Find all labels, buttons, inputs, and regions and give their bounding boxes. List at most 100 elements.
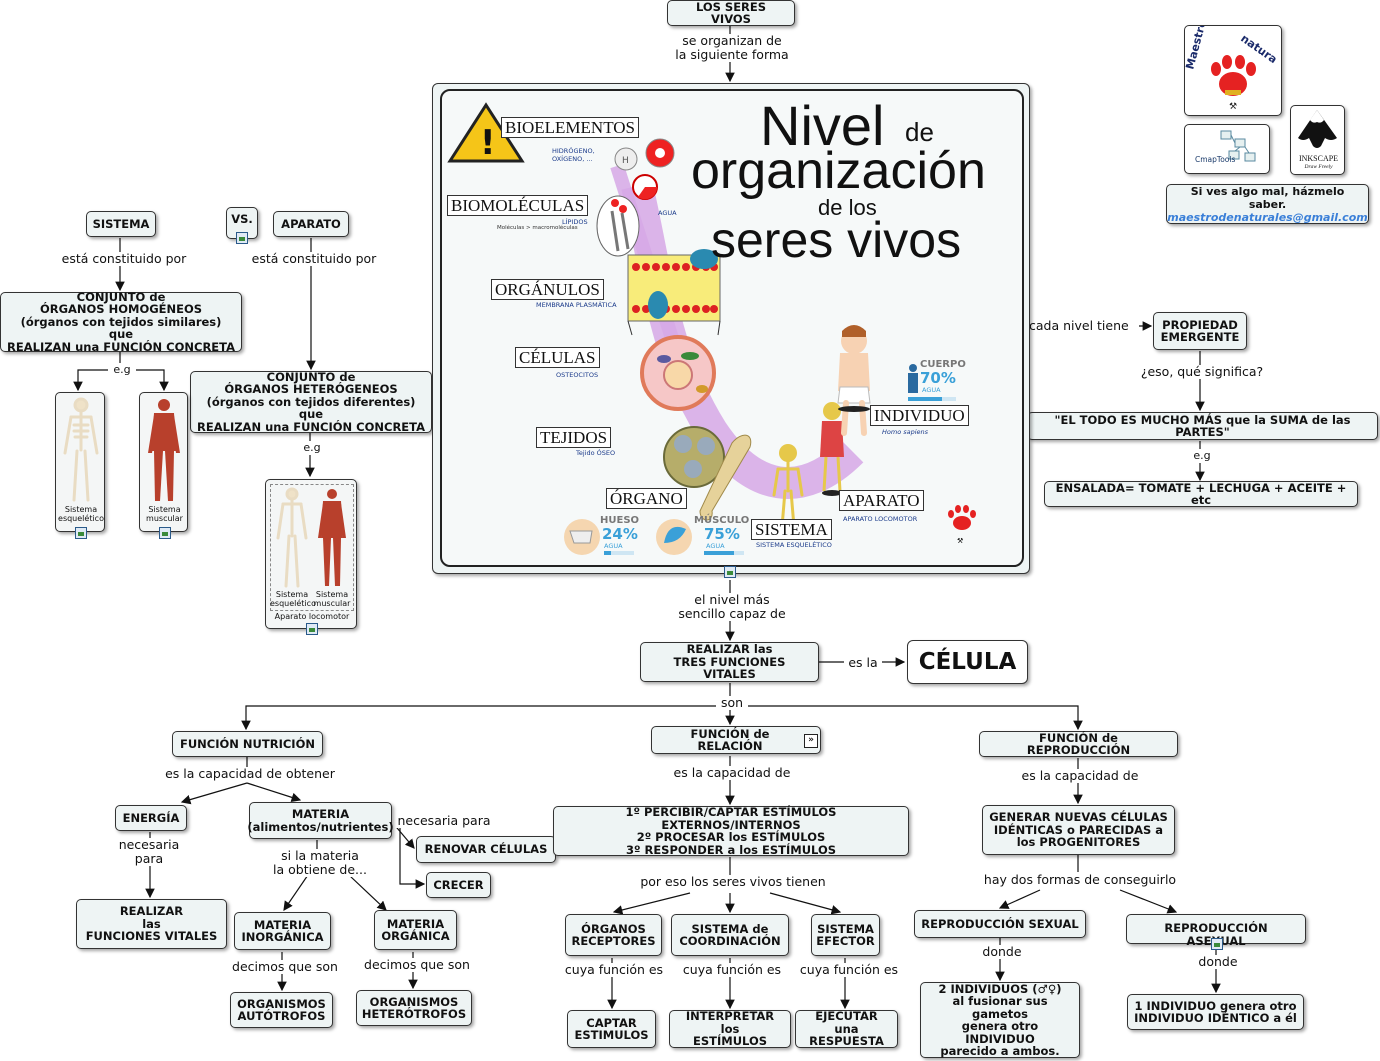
node-sistema[interactable]: SISTEMA: [86, 211, 156, 237]
link-son: son: [716, 696, 748, 710]
level-biomoleculas: BIOMOLÉCULAS: [447, 195, 589, 216]
node-interpretar-estimulos[interactable]: INTERPRETAR los ESTÍMULOS: [669, 1010, 791, 1048]
maestro-de-naturales-logo[interactable]: Maestro natura ⚒: [1183, 18, 1282, 116]
musculo-label: MÚSCULO: [694, 515, 750, 526]
node-sistema-efector[interactable]: SISTEMA EFECTOR: [811, 914, 880, 956]
link-capacidad-obtener: es la capacidad de obtener: [156, 767, 344, 781]
cuerpo-label: CUERPO: [920, 359, 966, 370]
node-dos-individuos[interactable]: 2 INDIVIDUOS (♂♀) al fusionar sus gameto…: [920, 982, 1080, 1058]
node-ensalada[interactable]: ENSALADA= TOMATE + LECHUGA + ACEITE + et…: [1044, 481, 1358, 507]
tejidos-sub: Tejido ÓSEO: [576, 449, 616, 457]
level-celulas: CÉLULAS: [515, 347, 600, 368]
node-conjunto-heterogeneos[interactable]: CONJUNTO de ÓRGANOS HETERÓGENEOS (órgano…: [190, 371, 432, 433]
link-es-la: es la: [844, 656, 882, 670]
cuerpo-agua: AGUA: [922, 386, 941, 394]
poster-title-organizacion: organización: [691, 142, 986, 200]
muscle-figure: [148, 399, 180, 501]
node-aparato[interactable]: APARATO: [273, 211, 349, 237]
node-funcion-reproduccion[interactable]: FUNCIÓN de REPRODUCCIÓN: [979, 731, 1178, 757]
image-icon[interactable]: [75, 527, 87, 539]
link-eg-3: e.g: [1188, 449, 1216, 463]
node-captar-estimulos[interactable]: CAPTAR ESTIMULOS: [567, 1010, 656, 1048]
node-organismos-heterotrofos[interactable]: ORGANISMOS HETERÓTROFOS: [356, 990, 472, 1026]
image-icon[interactable]: [1211, 938, 1223, 950]
link-constituido-aparato: está constituido por: [244, 252, 384, 266]
level-aparato: APARATO: [839, 490, 924, 511]
node-generar-celulas[interactable]: GENERAR NUEVAS CÉLULAS IDÉNTICAS o PAREC…: [982, 805, 1175, 855]
image-icon[interactable]: [724, 566, 736, 578]
node-funcion-nutricion[interactable]: FUNCIÓN NUTRICIÓN: [172, 731, 323, 757]
link-donde-1: donde: [976, 945, 1028, 959]
node-contacto[interactable]: Si ves algo mal, házmelo saber. maestrod…: [1166, 184, 1369, 224]
link-cuya-2: cuya función es: [676, 963, 788, 977]
hueso-label: HUESO: [600, 515, 640, 526]
link-constituido-sistema: está constituido por: [54, 252, 194, 266]
link-se-organizan: se organizan de la siguiente forma: [668, 34, 796, 62]
musculo-water-fill: [704, 551, 734, 555]
node-propiedad-emergente[interactable]: PROPIEDAD EMERGENTE: [1153, 312, 1247, 350]
link-capacidad-reproduccion: es la capacidad de: [1012, 769, 1148, 783]
node-realizar-tres-funciones[interactable]: REALIZAR las TRES FUNCIONES VITALES: [640, 642, 819, 682]
image-icon[interactable]: [159, 527, 171, 539]
niveles-organizacion-poster[interactable]: ! H: [432, 83, 1030, 578]
image-sistema-muscular[interactable]: Sistema muscular: [139, 392, 188, 539]
node-renovar-celulas[interactable]: RENOVAR CÉLULAS: [416, 836, 556, 863]
inkscape-logo[interactable]: INKSCAPE Draw Freely: [1290, 105, 1345, 175]
link-eg-2: e.g: [298, 441, 326, 455]
poster-canvas: ! H: [440, 89, 1024, 567]
node-un-individuo[interactable]: 1 INDIVIDUO genera otro INDIVIDUO IDÉNTI…: [1127, 994, 1304, 1030]
node-realizar-funciones-vitales[interactable]: REALIZAR las FUNCIONES VITALES: [76, 899, 227, 949]
biomoleculas-sub: LÍPIDOS: [562, 218, 588, 226]
caption-esqueletico: Sistema esquelético: [58, 505, 104, 523]
node-reproduccion-asexual[interactable]: REPRODUCCIÓN ASEXUAL: [1126, 914, 1306, 950]
poster-artwork: ! H: [447, 102, 976, 555]
link-cuya-3: cuya función es: [793, 963, 905, 977]
node-funcion-relacion[interactable]: FUNCIÓN de RELACIÓN »: [651, 726, 821, 754]
link-donde-2: donde: [1192, 955, 1244, 969]
node-celula[interactable]: CÉLULA: [907, 640, 1028, 684]
node-conjunto-homogeneos[interactable]: CONJUNTO de ÓRGANOS HOMOGÉNEOS (órganos …: [0, 291, 242, 353]
cmaptools-logo[interactable]: CmapTools: [1184, 124, 1270, 174]
image-sistema-esqueletico[interactable]: Sistema esquelético: [55, 392, 105, 539]
link-eso-que: ¿eso, qué significa?: [1134, 365, 1270, 379]
node-organismos-autotrofos[interactable]: ORGANISMOS AUTÓTROFOS: [230, 992, 333, 1028]
inkscape-label: INKSCAPE: [1298, 154, 1339, 163]
poster-title-seres-vivos: seres vivos: [711, 212, 962, 268]
level-organulos: ORGÁNULOS: [491, 279, 604, 300]
node-el-todo[interactable]: "EL TODO ES MUCHO MÁS que la SUMA de las…: [1027, 412, 1378, 440]
node-reproduccion-sexual[interactable]: REPRODUCCIÓN SEXUAL: [914, 910, 1086, 938]
musculo-agua: AGUA: [706, 542, 725, 550]
expand-icon[interactable]: »: [804, 734, 818, 748]
skeleton-figure: [63, 397, 99, 502]
cuerpo-percent: 70%: [920, 369, 956, 387]
locomotor-figures: [276, 487, 346, 588]
svg-text:Maestro: Maestro: [1185, 26, 1209, 71]
node-crecer[interactable]: CRECER: [426, 872, 491, 898]
link-decimos-2: decimos que son: [358, 958, 476, 972]
node-materia[interactable]: MATERIA (alimentos/nutrientes): [247, 802, 394, 839]
paw-logo: Maestro natura ⚒: [1183, 18, 1279, 112]
node-materia-inorganica[interactable]: MATERIA INORGÁNICA: [234, 912, 331, 950]
node-materia-organica[interactable]: MATERIA ORGÁNICA: [374, 910, 457, 950]
link-si-la-materia: si la materia la obtiene de...: [268, 849, 372, 877]
link-por-eso: por eso los seres vivos tienen: [634, 875, 832, 889]
hueso-agua: AGUA: [604, 542, 623, 550]
organulos-sub: MEMBRANA PLASMÁTICA: [536, 301, 617, 309]
contacto-email[interactable]: maestrodenaturales@gmail.com: [1167, 210, 1368, 224]
level-tejidos: TEJIDOS: [536, 427, 612, 448]
poster-title-de: de: [905, 117, 934, 147]
poster-title-nivel: Nivel: [760, 94, 885, 157]
node-los-seres-vivos[interactable]: LOS SERES VIVOS: [667, 0, 795, 26]
node-organos-receptores[interactable]: ÓRGANOS RECEPTORES: [565, 914, 662, 956]
individuo-sub: Homo sapiens: [882, 428, 929, 436]
node-energia[interactable]: ENERGÍA: [115, 805, 187, 831]
image-icon[interactable]: [306, 623, 318, 635]
node-ejecutar-respuesta[interactable]: EJECUTAR una RESPUESTA: [795, 1010, 898, 1048]
node-percibir-procesar-responder[interactable]: 1º PERCIBIR/CAPTAR ESTÍMULOS EXTERNOS/IN…: [553, 806, 909, 856]
link-nivel-sencillo: el nivel más sencillo capaz de: [670, 593, 794, 621]
node-vs[interactable]: VS.: [226, 207, 258, 244]
image-aparato-locomotor[interactable]: Sistema esquelético Sistema muscular Apa…: [265, 479, 357, 635]
image-icon[interactable]: [236, 232, 248, 244]
node-sistema-coordinacion[interactable]: SISTEMA de COORDINACIÓN: [671, 914, 789, 956]
funcion-relacion-label: FUNCIÓN de RELACIÓN: [690, 726, 770, 753]
